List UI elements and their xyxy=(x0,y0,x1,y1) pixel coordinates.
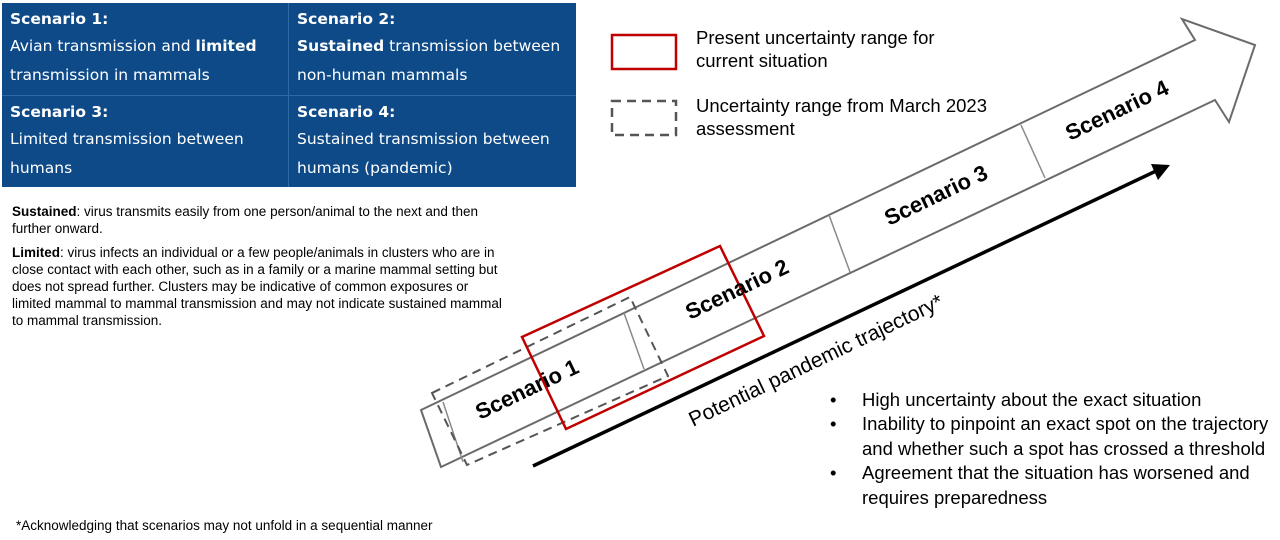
scenario-2-text-bold: Sustained xyxy=(297,37,385,55)
scenario-1-cell: Scenario 1: Avian transmission and limit… xyxy=(2,3,289,96)
definition-sustained-text: : virus transmits easily from one person… xyxy=(12,204,478,236)
scenario-4-text: Sustained transmission between humans (p… xyxy=(297,130,550,177)
definition-limited: Limited: virus infects an individual or … xyxy=(12,244,507,329)
scenario-2-text: Sustained transmission between non-human… xyxy=(297,37,560,84)
scenario-1-text-post: transmission in mammals xyxy=(10,66,210,84)
key-point-3: Agreement that the situation has worsene… xyxy=(828,461,1278,510)
scenario-2-cell: Scenario 2: Sustained transmission betwe… xyxy=(289,3,576,96)
scenario-1-text: Avian transmission and limited transmiss… xyxy=(10,37,257,84)
trajectory-line xyxy=(532,169,1157,468)
divider-3-4 xyxy=(1020,124,1046,179)
key-point-2: Inability to pinpoint an exact spot on t… xyxy=(828,412,1278,461)
footnote: *Acknowledging that scenarios may not un… xyxy=(16,518,433,533)
scenario-4-cell: Scenario 4: Sustained transmission betwe… xyxy=(289,96,576,187)
definition-sustained: Sustained: virus transmits easily from o… xyxy=(12,203,507,237)
definition-limited-text: : virus infects an individual or a few p… xyxy=(12,245,502,328)
scenario-3-text: Limited transmission between humans xyxy=(10,130,244,177)
definition-sustained-term: Sustained xyxy=(12,204,77,219)
definitions: Sustained: virus transmits easily from o… xyxy=(12,203,507,336)
scenario-table: Scenario 1: Avian transmission and limit… xyxy=(2,3,576,187)
scenario-3-cell: Scenario 3: Limited transmission between… xyxy=(2,96,289,187)
scenario-2-heading: Scenario 2: xyxy=(297,10,396,28)
legend-march-text: Uncertainty range from March 2023 assess… xyxy=(696,95,987,139)
legend-present-text: Present uncertainty range for current si… xyxy=(696,27,935,71)
key-point-1: High uncertainty about the exact situati… xyxy=(828,388,1278,413)
scenario-4-heading: Scenario 4: xyxy=(297,103,396,121)
definition-limited-term: Limited xyxy=(12,245,61,260)
present-uncertainty-range xyxy=(520,244,766,431)
scenario-2-text-post: transmission between non-human mammals xyxy=(297,37,561,84)
trajectory-arrowhead xyxy=(1151,164,1170,180)
march-uncertainty-range xyxy=(430,295,670,467)
scenario-1-text-pre: Avian transmission and xyxy=(10,37,196,55)
key-points-list: High uncertainty about the exact situati… xyxy=(828,388,1278,510)
scenario-1-text-bold: limited xyxy=(195,37,257,55)
legend-march-box xyxy=(610,99,678,137)
trajectory-arrow xyxy=(419,17,1257,469)
legend-present-box xyxy=(610,33,678,71)
divider-1-2 xyxy=(623,312,645,370)
divider-2-3 xyxy=(828,214,851,273)
scenario-1-heading: Scenario 1: xyxy=(10,10,109,28)
scenario-3-heading: Scenario 3: xyxy=(10,103,109,121)
